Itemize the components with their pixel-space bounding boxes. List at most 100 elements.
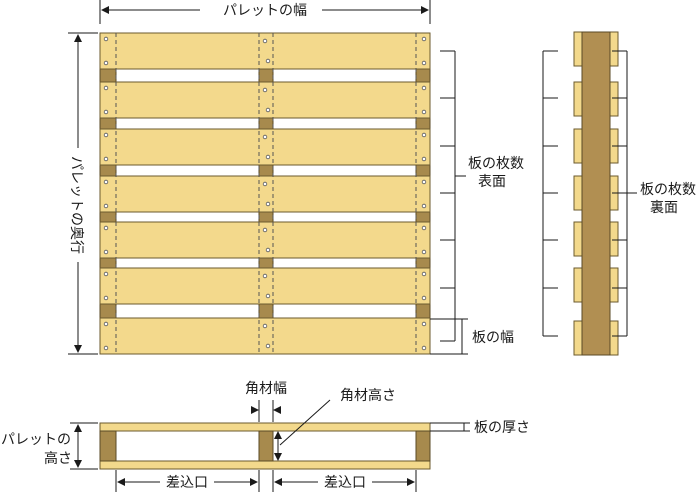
pallet-height-label-line2: 高さ — [44, 450, 72, 467]
nail-dot — [103, 85, 109, 91]
nail-dot — [421, 203, 427, 209]
nail-dot — [421, 321, 427, 327]
nail-dot — [265, 343, 271, 349]
nail-dot — [421, 109, 427, 115]
top-view-boards — [99, 32, 431, 355]
nail-dot — [262, 87, 268, 93]
pallet-width-label: パレットの幅 — [223, 3, 307, 19]
nail-dot — [421, 156, 427, 162]
bottom-board-count-bracket-left — [542, 50, 558, 337]
front-block-left — [99, 430, 117, 462]
nail-dot — [265, 107, 271, 113]
top-deck-board — [99, 221, 431, 259]
nail-dot — [103, 295, 109, 301]
block-between-boards — [258, 257, 274, 269]
block-between-boards — [258, 164, 274, 177]
entry-opening-left-label: 差込口 — [166, 475, 208, 491]
boards-top-label-line2: 表面 — [478, 174, 506, 190]
nail-dot — [262, 227, 268, 233]
nail-dot — [103, 179, 109, 185]
nail-dot — [262, 323, 268, 329]
nail-dot — [262, 273, 268, 279]
block-height-dimension — [274, 399, 331, 461]
block-between-boards — [258, 211, 274, 223]
board-width-dimension — [430, 318, 468, 355]
top-deck-board — [99, 81, 431, 119]
block-between-boards — [99, 303, 117, 319]
nail-dot — [421, 345, 427, 351]
side-board — [573, 128, 583, 164]
block-between-boards — [99, 257, 117, 269]
nail-dot — [103, 132, 109, 138]
block-between-boards — [415, 211, 431, 223]
nail-dot — [421, 271, 427, 277]
entry-opening-right-label: 差込口 — [324, 475, 366, 491]
nail-dot — [421, 179, 427, 185]
block-between-boards — [99, 68, 117, 83]
nail-dot — [265, 154, 271, 160]
nail-dot — [421, 132, 427, 138]
block-between-boards — [99, 164, 117, 177]
nail-dot — [421, 60, 427, 66]
nail-dot — [265, 293, 271, 299]
side-board — [573, 81, 583, 117]
board-thickness-dimension — [430, 422, 470, 432]
block-between-boards — [258, 68, 274, 83]
side-board — [609, 221, 619, 257]
nail-dot — [262, 134, 268, 140]
block-between-boards — [415, 257, 431, 269]
side-view — [573, 31, 619, 356]
top-deck-board — [99, 317, 431, 355]
side-board — [609, 81, 619, 117]
block-between-boards — [415, 303, 431, 319]
top-deck-board — [99, 175, 431, 213]
nail-dot — [103, 156, 109, 162]
side-board — [573, 175, 583, 211]
pallet-width-dimension: パレットの幅 — [99, 0, 431, 24]
pallet-depth-label: パレットの奥行 — [68, 156, 85, 254]
nail-dot — [265, 201, 271, 207]
front-block-right — [415, 430, 431, 462]
block-width-label: 角材幅 — [245, 381, 287, 397]
top-view — [99, 32, 431, 355]
front-top-deck-board — [99, 422, 431, 432]
front-block-center — [258, 430, 274, 462]
block-between-boards — [258, 303, 274, 319]
nail-dot — [421, 249, 427, 255]
block-between-boards — [99, 211, 117, 223]
front-bottom-deck-board — [99, 460, 431, 470]
block-height-label: 角材高さ — [340, 387, 396, 404]
block-between-boards — [99, 117, 117, 130]
entry-opening-dimensions — [115, 470, 417, 492]
stringer-dash-lines — [115, 33, 417, 355]
boards-bottom-label-line2: 裏面 — [650, 199, 678, 216]
nail-dot — [421, 36, 427, 42]
nail-dot — [265, 247, 271, 253]
nail-dot — [103, 109, 109, 115]
top-board-count-bracket — [440, 50, 466, 342]
nail-dot — [103, 271, 109, 277]
top-deck-board — [99, 32, 431, 70]
nail-dot — [103, 249, 109, 255]
nail-dot — [262, 181, 268, 187]
board-thickness-label: 板の厚さ — [474, 420, 530, 436]
pallet-height-label-line1: パレットの — [1, 432, 71, 448]
board-width-label: 板の幅 — [472, 330, 514, 346]
block-between-boards — [258, 117, 274, 130]
top-deck-board — [99, 267, 431, 305]
nail-dot — [421, 295, 427, 301]
nail-dot — [103, 321, 109, 327]
side-board — [573, 221, 583, 257]
nail-dots — [103, 36, 427, 351]
bottom-board-count-bracket-right — [612, 50, 637, 337]
front-view — [99, 422, 431, 470]
nail-dot — [421, 225, 427, 231]
boards-bottom-label-line1: 板の枚数 — [640, 182, 696, 198]
boards-top-label-line1: 板の枚数 — [468, 156, 524, 172]
block-between-boards — [415, 68, 431, 83]
nail-dot — [262, 38, 268, 44]
side-board — [609, 267, 619, 303]
nail-dot — [421, 85, 427, 91]
pallet-depth-dimension: パレットの奥行 — [68, 32, 98, 355]
